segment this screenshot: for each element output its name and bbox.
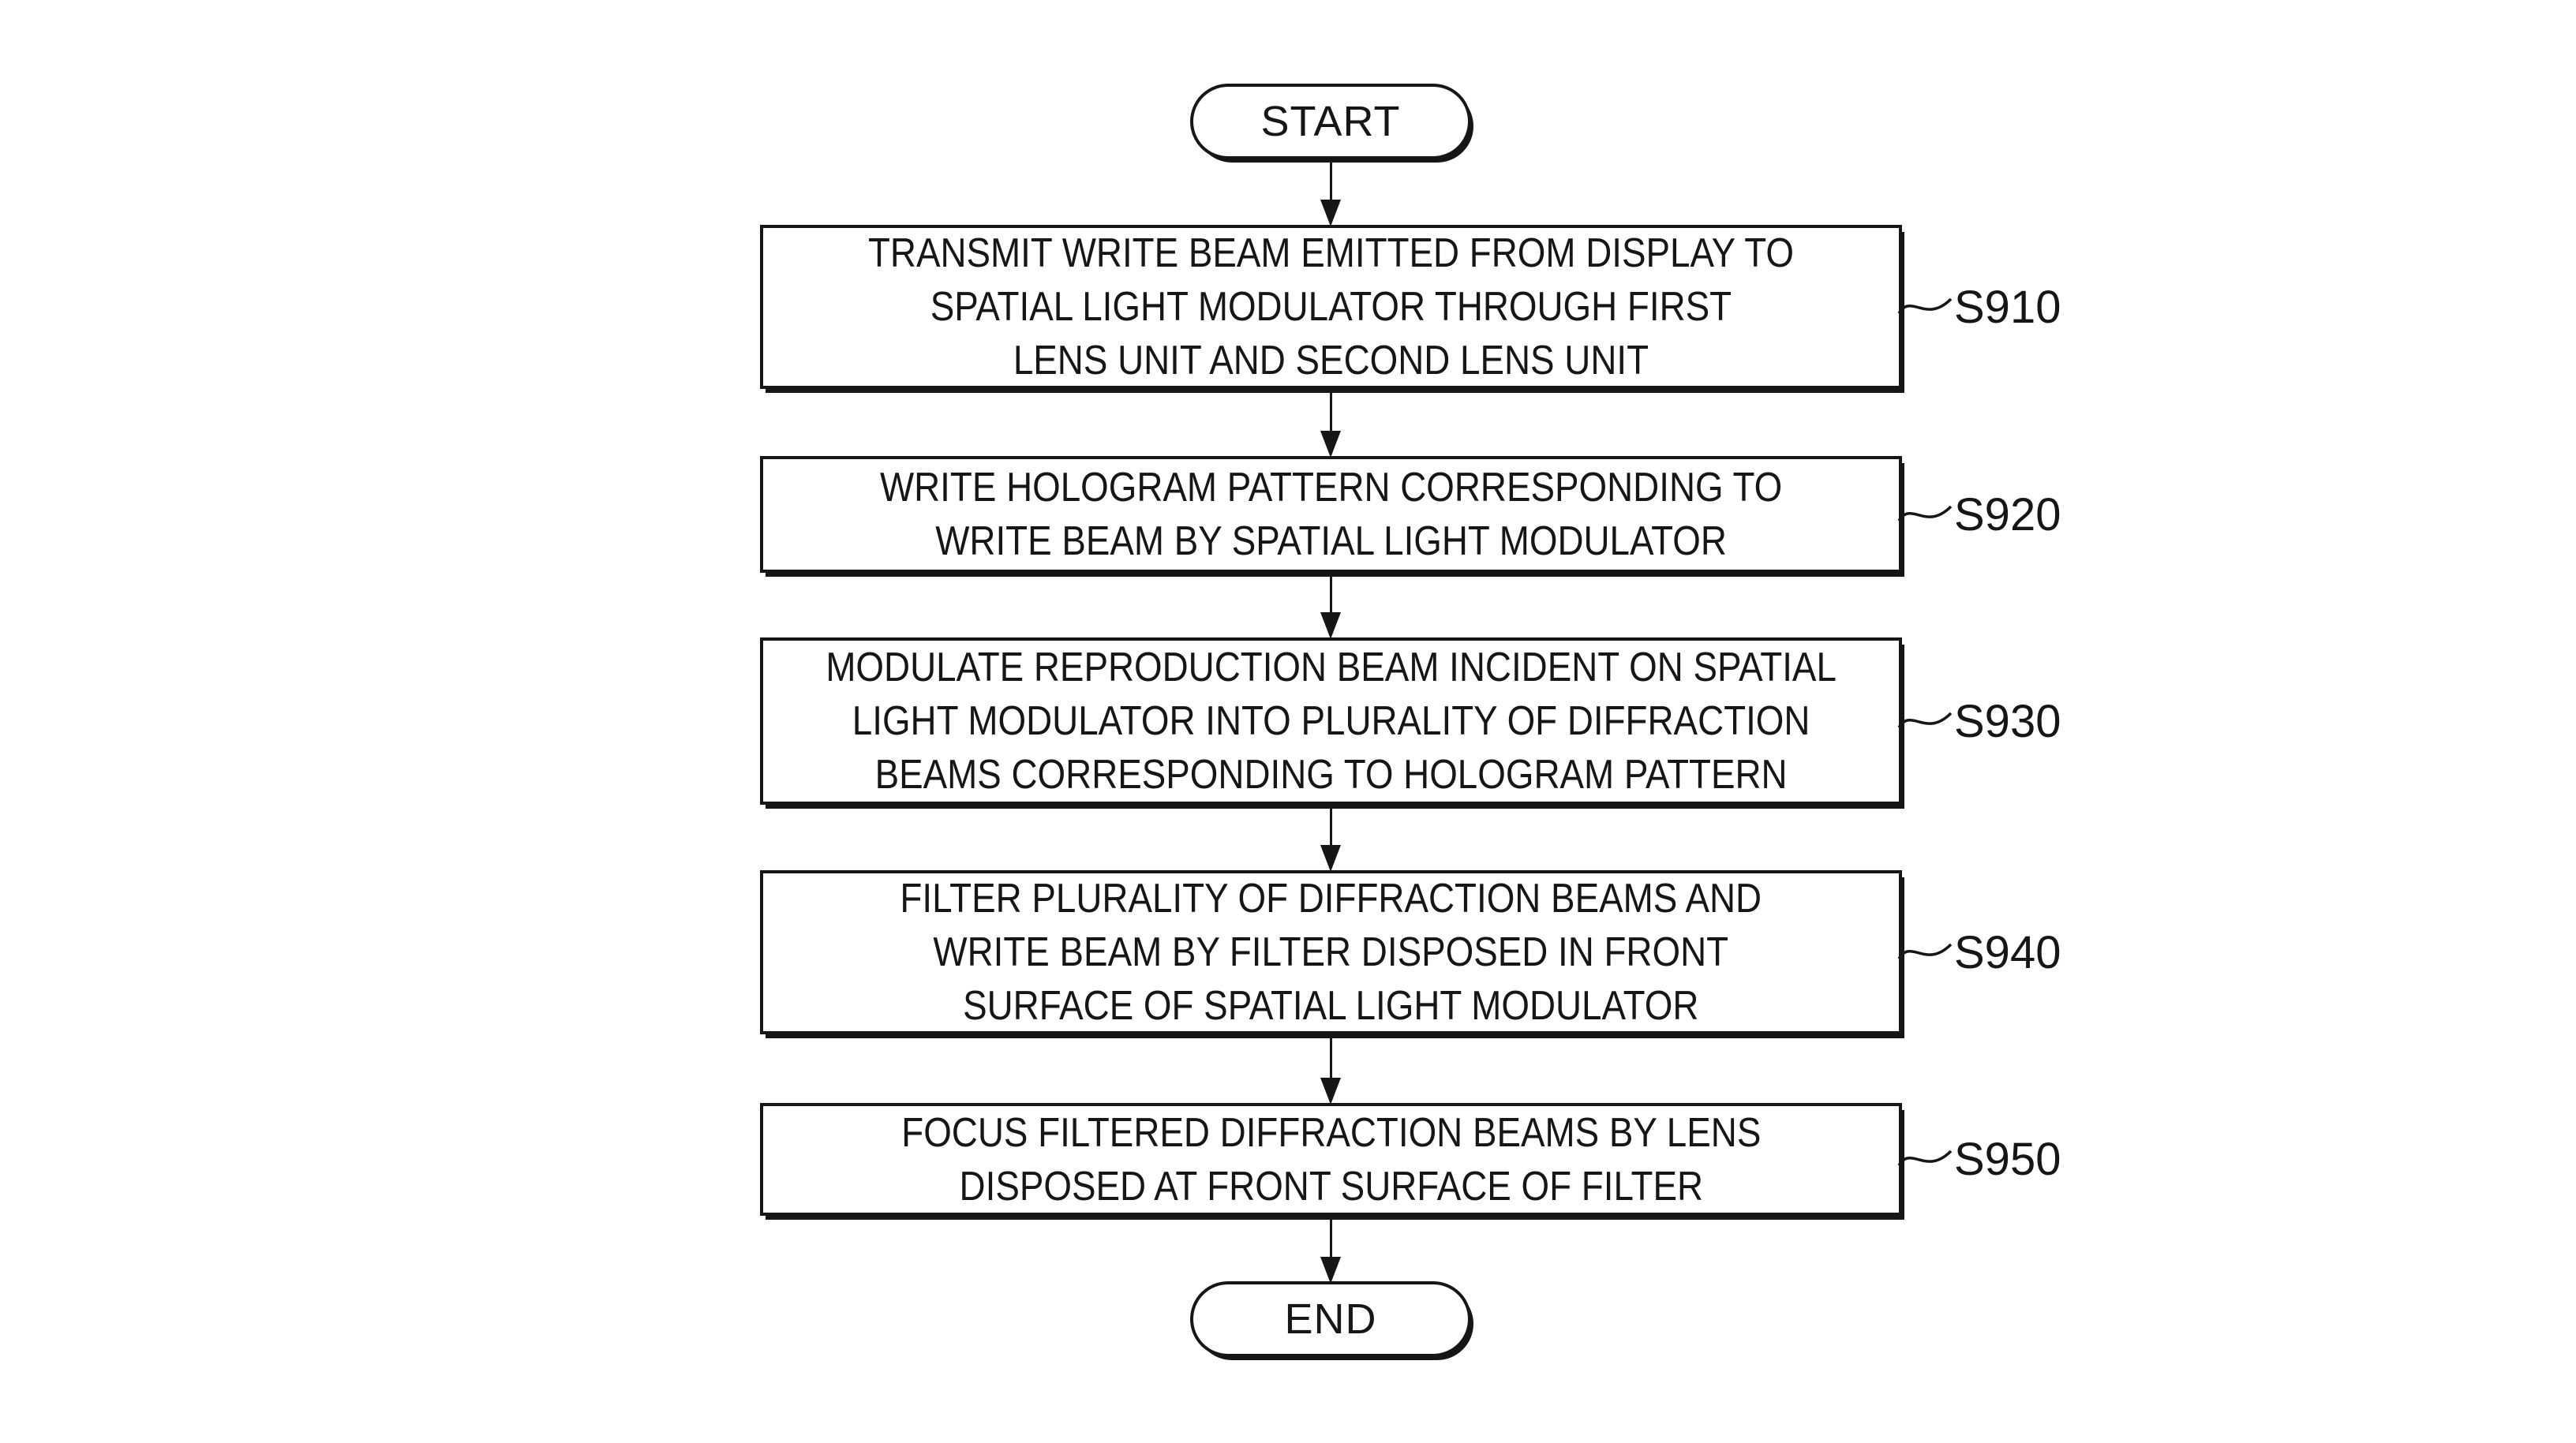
flow-arrow-start-to-s910 — [1320, 159, 1341, 226]
step-ref-s910: S910 — [1897, 280, 2061, 334]
flow-arrow-s910-to-s920 — [1320, 387, 1341, 458]
step-ref-s950: S950 — [1897, 1132, 2061, 1186]
tilde-connector-icon — [1897, 712, 1953, 729]
tilde-connector-icon — [1897, 505, 1953, 522]
step-text: TRANSMIT WRITE BEAM EMITTED FROM DISPLAY… — [868, 230, 1794, 383]
arrow-head-icon — [1320, 845, 1341, 872]
step-box-s920: WRITE HOLOGRAM PATTERN CORRESPONDING TO … — [760, 456, 1902, 573]
flow-arrow-s930-to-s940 — [1320, 803, 1341, 872]
ref-label: S950 — [1954, 1133, 2061, 1185]
flow-arrow-s940-to-s950 — [1320, 1033, 1341, 1105]
tilde-connector-icon — [1897, 1150, 1953, 1167]
step-ref-s920: S920 — [1897, 488, 2061, 541]
step-text: FOCUS FILTERED DIFFRACTION BEAMS BY LENS… — [900, 1109, 1762, 1209]
step-text: WRITE HOLOGRAM PATTERN CORRESPONDING TO … — [879, 465, 1783, 564]
start-terminal: START — [1190, 84, 1471, 159]
end-terminal: END — [1190, 1281, 1471, 1357]
step-ref-s930: S930 — [1897, 694, 2061, 748]
arrow-shaft — [1329, 387, 1332, 431]
end-label: END — [1284, 1295, 1377, 1343]
step-text: MODULATE REPRODUCTION BEAM INCIDENT ON S… — [826, 645, 1837, 798]
arrow-shaft — [1329, 1214, 1332, 1257]
step-box-s950: FOCUS FILTERED DIFFRACTION BEAMS BY LENS… — [760, 1103, 1902, 1216]
ref-label: S940 — [1954, 926, 2061, 978]
ref-label: S910 — [1954, 281, 2061, 333]
step-box-s930: MODULATE REPRODUCTION BEAM INCIDENT ON S… — [760, 637, 1902, 805]
arrow-shaft — [1329, 803, 1332, 845]
flow-arrow-s920-to-s930 — [1320, 571, 1341, 639]
arrow-shaft — [1329, 571, 1332, 612]
tilde-connector-icon — [1897, 943, 1953, 960]
flow-arrow-s950-to-end — [1320, 1214, 1341, 1284]
ref-label: S930 — [1954, 695, 2061, 747]
arrow-shaft — [1329, 1033, 1332, 1078]
arrow-head-icon — [1320, 200, 1341, 226]
arrow-shaft — [1329, 159, 1332, 200]
step-ref-s940: S940 — [1897, 925, 2061, 979]
arrow-head-icon — [1320, 1078, 1341, 1105]
tilde-connector-icon — [1897, 297, 1953, 315]
ref-label: S920 — [1954, 488, 2061, 540]
start-label: START — [1260, 98, 1401, 145]
step-box-s910: TRANSMIT WRITE BEAM EMITTED FROM DISPLAY… — [760, 225, 1902, 389]
step-box-s940: FILTER PLURALITY OF DIFFRACTION BEAMS AN… — [760, 870, 1902, 1034]
step-text: FILTER PLURALITY OF DIFFRACTION BEAMS AN… — [900, 876, 1762, 1029]
arrow-head-icon — [1320, 431, 1341, 458]
arrow-head-icon — [1320, 1257, 1341, 1284]
arrow-head-icon — [1320, 612, 1341, 639]
